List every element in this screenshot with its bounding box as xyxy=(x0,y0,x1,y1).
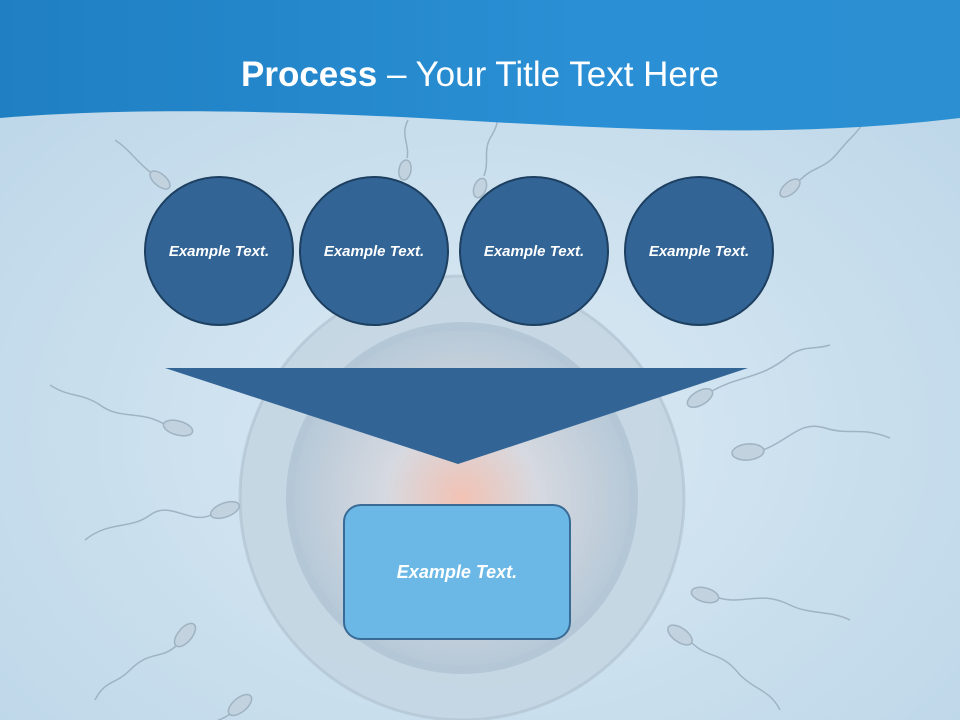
slide-title: Process – Your Title Text Here xyxy=(0,50,960,100)
step-circle-4-label: Example Text. xyxy=(648,242,750,260)
step-circle-4: Example Text. xyxy=(624,176,774,326)
result-box: Example Text. xyxy=(343,504,571,640)
step-circle-3: Example Text. xyxy=(459,176,609,326)
step-circle-3-label: Example Text. xyxy=(483,242,585,260)
egg-cell-illustration xyxy=(238,274,686,720)
step-circle-1: Example Text. xyxy=(144,176,294,326)
result-box-label: Example Text. xyxy=(396,561,518,582)
title-bold: Process xyxy=(241,55,378,94)
step-circle-2: Example Text. xyxy=(299,176,449,326)
step-circle-2-label: Example Text. xyxy=(323,242,425,260)
title-rest: – Your Title Text Here xyxy=(377,55,719,94)
step-circle-1-label: Example Text. xyxy=(168,242,270,260)
